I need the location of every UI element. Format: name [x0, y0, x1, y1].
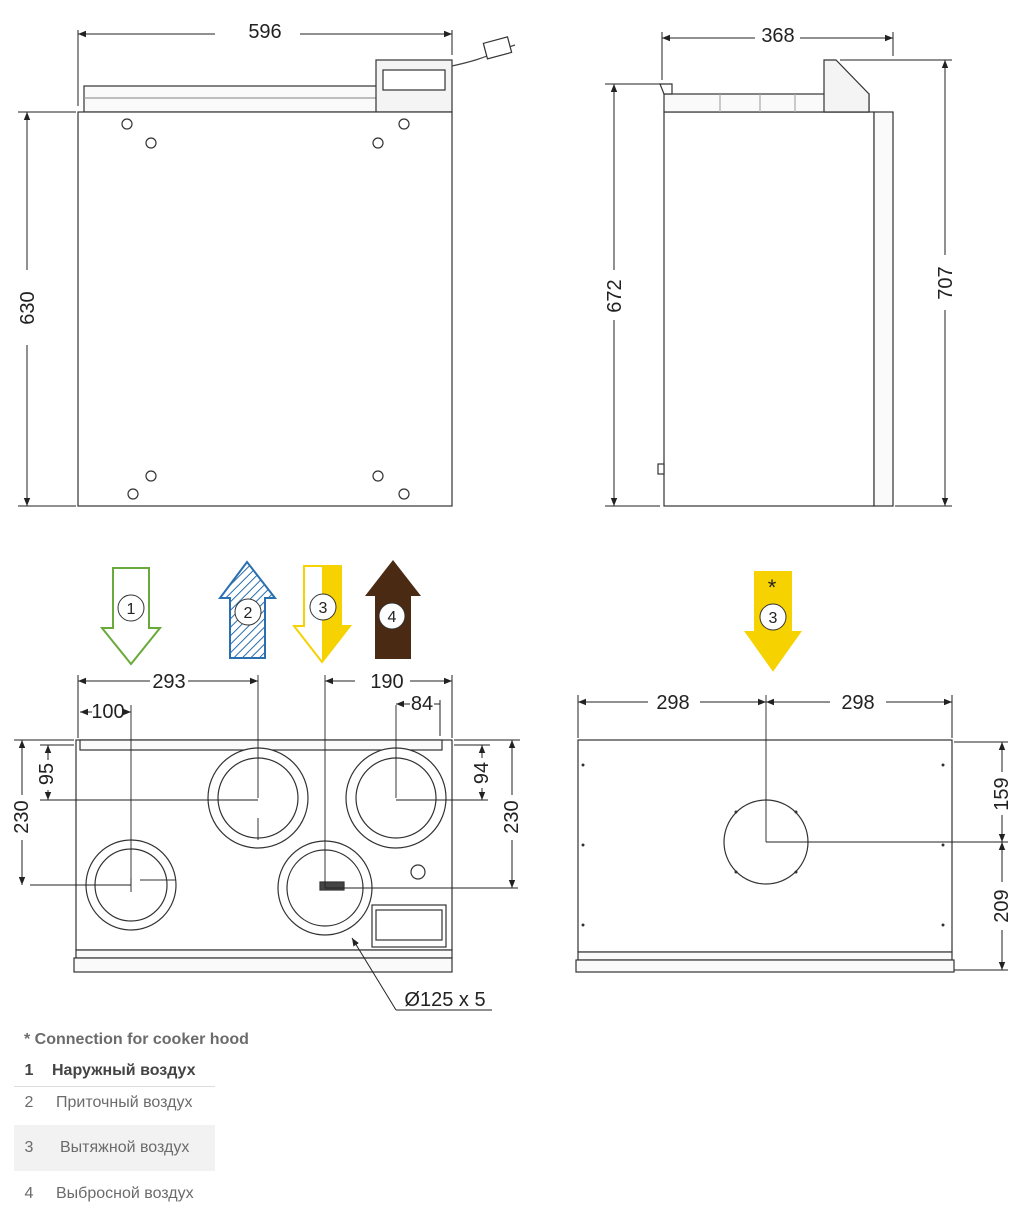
dim-159-label: 159: [991, 777, 1013, 810]
side-total-height-label: 707: [935, 266, 957, 299]
dim-298-left-label: 298: [656, 692, 689, 714]
dim-230-right-label: 230: [501, 800, 523, 833]
top-view: [575, 739, 955, 973]
dim-230-left: [14, 739, 74, 885]
arrow-2-number: 2: [244, 605, 253, 622]
dim-95-label: 95: [36, 763, 58, 785]
front-view: [77, 36, 516, 507]
technical-drawing: 596 630 368 672 707: [11, 21, 1013, 1011]
dim-298-pair: [577, 695, 953, 738]
legend-row: 2 Приточный воздух: [14, 1087, 215, 1119]
duct-spec-label: Ø125 x 5: [404, 989, 485, 1011]
duct-center-lines: [30, 675, 518, 889]
arrow-1-outdoor-air: 1: [99, 567, 163, 666]
dim-293-label: 293: [152, 671, 185, 693]
side-body-height-label: 672: [604, 279, 626, 312]
dim-84-label: 84: [411, 693, 433, 715]
legend-label: Вытяжной воздух: [60, 1139, 190, 1156]
asterisk-mark: *: [768, 575, 777, 600]
front-height-dimension: [18, 111, 76, 507]
dim-100-label: 100: [91, 701, 124, 723]
arrow-4-exhaust-air: 4: [365, 560, 421, 659]
dim-84: [396, 700, 441, 736]
arrow-3-number: 3: [319, 600, 328, 617]
legend-label: Приточный воздух: [56, 1094, 193, 1111]
dim-190-label: 190: [370, 671, 403, 693]
side-depth-label: 368: [761, 25, 794, 47]
side-total-height-dimension: [840, 59, 952, 507]
dim-230-left-label: 230: [11, 800, 33, 833]
arrow-3-cooker-hood: 3 *: [744, 571, 802, 672]
dim-94: [454, 744, 490, 800]
legend-note: * Connection for cooker hood: [24, 1031, 249, 1048]
dim-94-label: 94: [471, 762, 493, 784]
legend-num: 1: [24, 1062, 34, 1079]
legend-num: 3: [24, 1139, 34, 1156]
side-depth-dimension: [661, 32, 894, 80]
side-body-height-dimension: [605, 83, 660, 507]
legend-label: Наружный воздух: [52, 1062, 196, 1079]
dim-159-209: [954, 741, 1008, 971]
arrow-2-supply-air: 2: [218, 560, 278, 659]
arrow-1-number: 1: [127, 601, 136, 618]
legend-num: 4: [24, 1185, 34, 1202]
arrow-5-number: 3: [769, 610, 778, 627]
dim-230-right: [454, 739, 520, 888]
dim-95: [40, 744, 74, 800]
legend-row: 3 Вытяжной воздух: [14, 1125, 215, 1171]
dim-293: [77, 675, 453, 738]
dim-209-label: 209: [991, 889, 1013, 922]
legend-row: 1 Наружный воздух: [14, 1056, 215, 1087]
front-width-dimension: [77, 30, 453, 106]
arrow-4-number: 4: [388, 609, 397, 626]
arrow-3-extract-air: 3: [291, 565, 353, 664]
front-width-label: 596: [248, 21, 281, 43]
legend-label: Выбросной воздух: [56, 1185, 194, 1202]
side-view: [657, 59, 894, 507]
legend-num: 2: [24, 1094, 34, 1111]
duct-spec-leader: [351, 937, 492, 1011]
top-view-center-lines: [765, 695, 1008, 843]
legend-row: 4 Выбросной воздух: [14, 1171, 215, 1217]
dim-298-right-label: 298: [841, 692, 874, 714]
front-height-label: 630: [17, 291, 39, 324]
legend-table: 1 Наружный воздух 2 Приточный воздух 3 В…: [14, 1056, 215, 1217]
